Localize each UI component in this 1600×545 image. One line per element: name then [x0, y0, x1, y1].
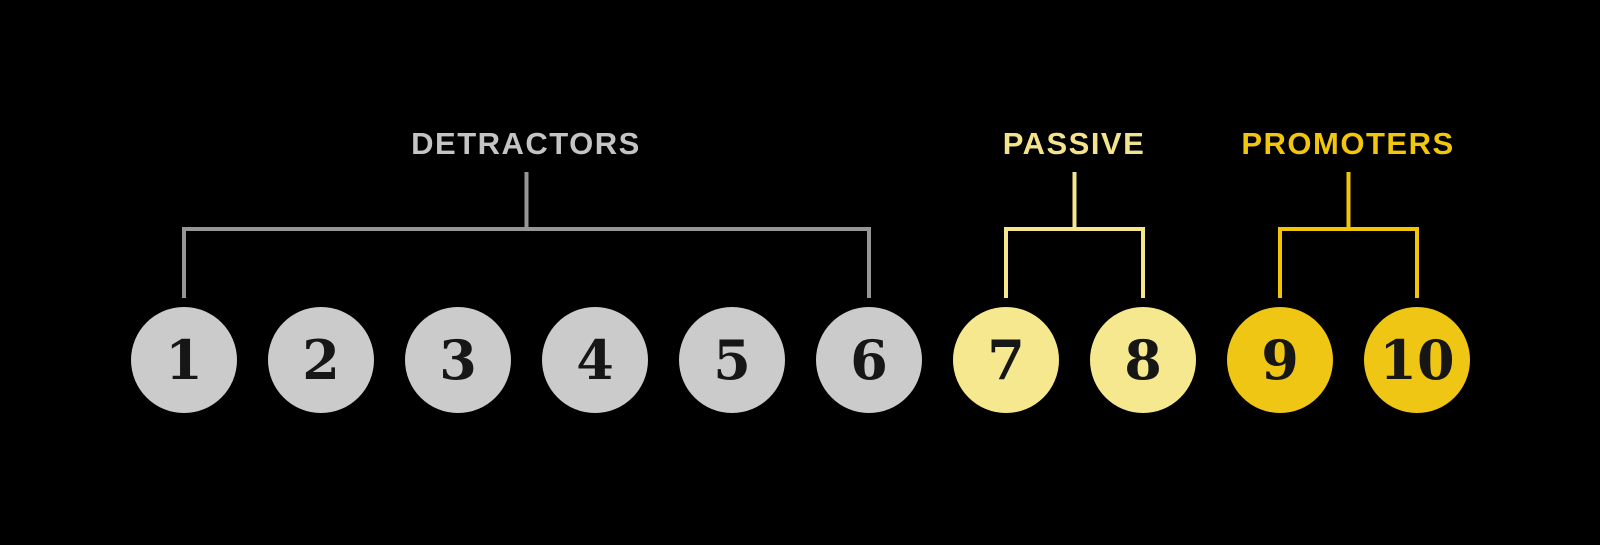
scale-circle-value: 7 — [987, 328, 1025, 392]
detractors-bracket — [182, 172, 871, 298]
passive-bracket — [1004, 172, 1145, 298]
promoters-bracket — [1278, 172, 1419, 298]
scale-circle-value: 9 — [1261, 328, 1299, 392]
scale-circle-2: 2 — [268, 307, 374, 413]
scale-circle-value: 3 — [439, 328, 477, 392]
promoters-label: PROMOTERS — [1241, 126, 1455, 161]
scale-circle-value: 5 — [713, 328, 751, 392]
scale-circle-9: 9 — [1227, 307, 1333, 413]
detractors-label: DETRACTORS — [411, 126, 641, 161]
scale-circle-value: 4 — [576, 328, 614, 392]
scale-circle-3: 3 — [405, 307, 511, 413]
scale-circle-10: 10 — [1364, 307, 1470, 413]
scale-circle-4: 4 — [542, 307, 648, 413]
scale-circle-value: 10 — [1379, 328, 1455, 392]
scale-circle-value: 1 — [165, 328, 203, 392]
scale-circle-5: 5 — [679, 307, 785, 413]
passive-label: PASSIVE — [1002, 126, 1146, 161]
scale-circle-8: 8 — [1090, 307, 1196, 413]
scale-circle-7: 7 — [953, 307, 1059, 413]
scale-circle-value: 6 — [850, 328, 888, 392]
scale-circle-6: 6 — [816, 307, 922, 413]
scale-circle-value: 8 — [1124, 328, 1162, 392]
scale-circle-value: 2 — [302, 328, 340, 392]
scale-circle-1: 1 — [131, 307, 237, 413]
